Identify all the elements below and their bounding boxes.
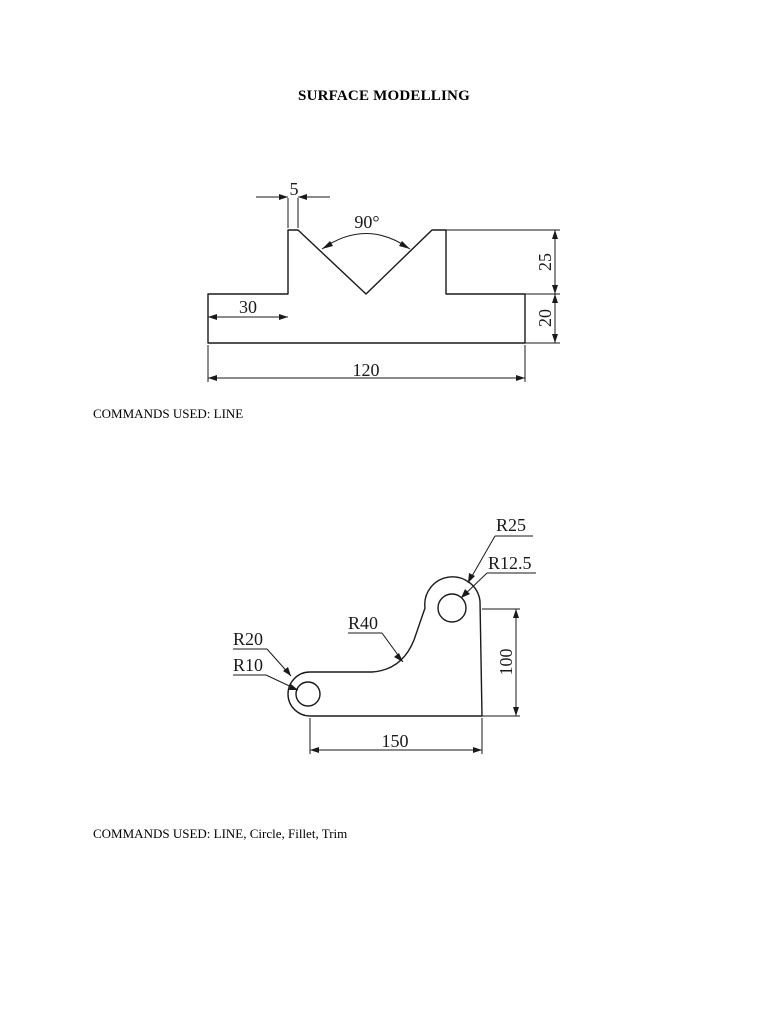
bracket-drawing: R25 R12.5 R40 R20 R10 100 150 <box>233 515 536 754</box>
r25-label: R25 <box>496 515 526 535</box>
dim-20-label: 20 <box>535 309 555 327</box>
r20-arrow <box>283 667 291 676</box>
dim-120-arrow-left <box>208 375 217 381</box>
dim-100-arrow-top <box>513 609 519 618</box>
r20-label: R20 <box>233 629 263 649</box>
angle-arc <box>321 233 411 250</box>
dim-5-arrow-left <box>279 194 288 200</box>
boss-hole <box>437 593 467 623</box>
angle-arrow-right <box>399 241 410 249</box>
page-title: SURFACE MODELLING <box>298 88 470 104</box>
angle-arrow-left <box>322 241 333 249</box>
dim-150-arrow-right <box>473 747 482 753</box>
drawing1-caption: COMMANDS USED: LINE <box>93 406 244 421</box>
dim-20-arrow-top <box>552 294 558 303</box>
bracket-outline <box>287 576 483 717</box>
dim-150-label: 150 <box>382 731 409 751</box>
v-block-drawing: 5 90° 30 120 25 20 <box>207 179 560 382</box>
dim-30-arrow-left <box>208 314 217 320</box>
r25-arrow <box>468 573 475 583</box>
dim-25-label: 25 <box>535 253 555 271</box>
r10-arrow <box>289 684 298 690</box>
dim-100-arrow-bottom <box>513 707 519 716</box>
r12-5-label: R12.5 <box>488 553 532 573</box>
dim-120-label: 120 <box>353 360 380 380</box>
dim-150-arrow-left <box>310 747 319 753</box>
dim-30-arrow-right <box>279 314 288 320</box>
r40-label: R40 <box>348 613 378 633</box>
end-hole <box>295 681 321 707</box>
v-block-outline <box>207 229 526 344</box>
dim-20-arrow-bottom <box>552 334 558 343</box>
dim-120-arrow-right <box>516 375 525 381</box>
r10-label: R10 <box>233 655 263 675</box>
dim-5-arrow-right <box>298 194 307 200</box>
dim-25-arrow-bottom <box>552 285 558 294</box>
r40-arrow <box>394 653 403 662</box>
angle-label: 90° <box>354 212 379 232</box>
dim-30-label: 30 <box>239 297 257 317</box>
dim-5-label: 5 <box>290 179 299 199</box>
r12-5-arrow <box>461 589 470 598</box>
drawing2-caption: COMMANDS USED: LINE, Circle, Fillet, Tri… <box>93 826 348 841</box>
dim-25-arrow-top <box>552 230 558 239</box>
dim-100-label: 100 <box>496 649 516 676</box>
